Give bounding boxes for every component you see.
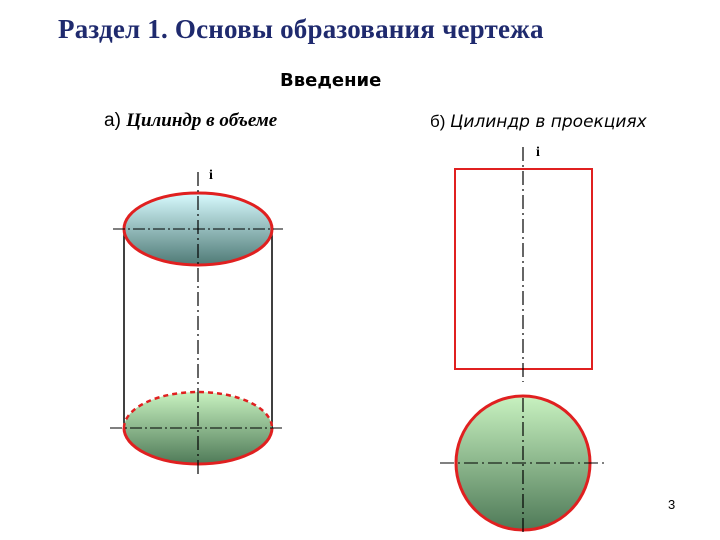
caption-a-text: Цилиндр в объеме xyxy=(126,110,278,131)
caption-a-prefix: а) xyxy=(104,110,127,131)
caption-b-text: Цилиндр в проекциях xyxy=(450,112,647,132)
cylinder-projections xyxy=(440,147,607,536)
page-number: 3 xyxy=(668,497,676,512)
bottom-base-hidden-arc xyxy=(122,390,274,429)
slide-subtitle: Введение xyxy=(280,70,382,91)
slide-title: Раздел 1. Основы образования чертежа xyxy=(58,14,544,44)
axis-label-projection: i xyxy=(536,145,540,160)
caption-b-prefix: б) xyxy=(430,112,451,131)
cylinder-3d xyxy=(110,172,283,475)
caption-cylinder-3d: а) Цилиндр в объеме xyxy=(104,110,277,132)
caption-cylinder-projections: б) Цилиндр в проекциях xyxy=(430,112,647,132)
axis-label-3d: i xyxy=(209,168,213,183)
